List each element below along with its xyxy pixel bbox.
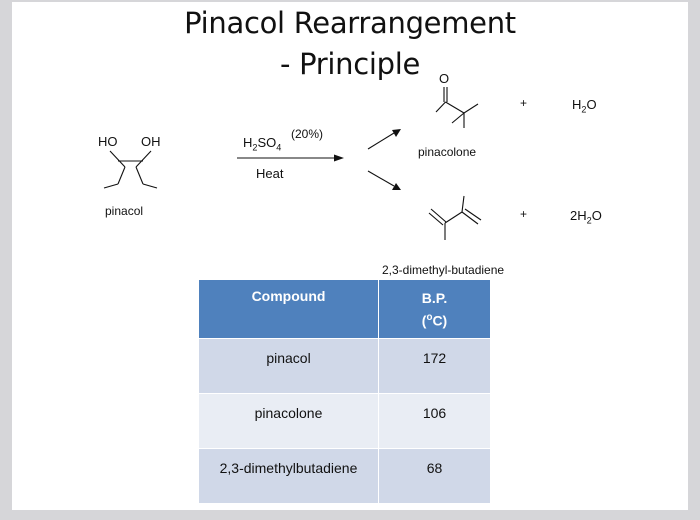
header-compound: Compound — [198, 279, 379, 339]
product1-name: pinacolone — [418, 145, 477, 159]
product1-plus: + — [520, 96, 528, 110]
product2-name: 2,3-dimethyl-butadiene — [382, 263, 505, 277]
table-row: pinacolone 106 — [198, 393, 491, 449]
reactant-oh-label: OH — [141, 134, 161, 149]
reactant-name: pinacol — [105, 204, 144, 218]
compound-cell: pinacolone — [198, 393, 379, 449]
reactant-ho-label: HO — [98, 134, 118, 149]
branch-arrow-down — [367, 170, 401, 190]
header-bp-unit: (oC) — [421, 311, 448, 329]
reagent-concentration: (20%) — [291, 127, 324, 141]
bp-cell: 68 — [378, 448, 491, 504]
branch-arrow-up — [367, 129, 401, 150]
reaction-arrow — [237, 154, 344, 162]
product1-byproduct: H2O — [572, 97, 597, 115]
bp-cell: 106 — [378, 393, 491, 449]
slide-title-line1: Pinacol Rearrangement — [184, 6, 516, 40]
header-bp-label: B.P. — [421, 289, 448, 306]
dimethylbutadiene-structure — [428, 195, 482, 240]
table-row: pinacol 172 — [198, 338, 491, 394]
carbonyl-oxygen: O — [439, 71, 450, 86]
reagent-formula: H2SO4 — [243, 135, 282, 153]
boiling-point-table: Compound B.P. (oC) pinacol 172 pinacolon… — [198, 279, 491, 504]
slide-title-line2: - Principle — [279, 47, 421, 81]
pinacol-structure — [103, 150, 158, 189]
header-bp: B.P. (oC) — [378, 279, 491, 339]
table-header-row: Compound B.P. (oC) — [198, 279, 491, 339]
compound-cell: 2,3-dimethylbutadiene — [198, 448, 379, 504]
table-row: 2,3-dimethylbutadiene 68 — [198, 448, 491, 504]
pinacolone-structure — [435, 87, 479, 128]
bp-cell: 172 — [378, 338, 491, 394]
product2-byproduct: 2H2O — [570, 208, 602, 226]
reaction-condition: Heat — [256, 166, 284, 181]
compound-cell: pinacol — [198, 338, 379, 394]
product2-plus: + — [520, 207, 528, 221]
